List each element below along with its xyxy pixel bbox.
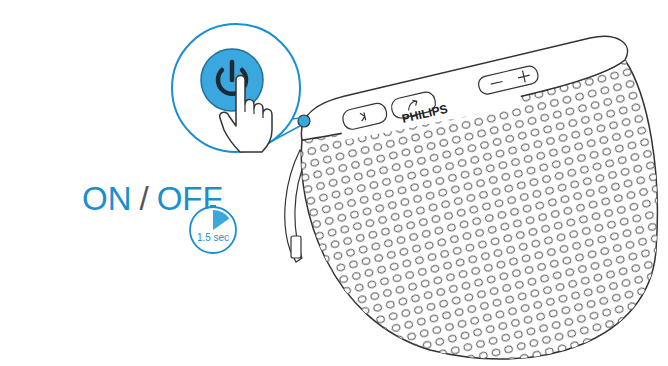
timer-outline (188, 205, 238, 255)
speaker-top (301, 36, 627, 140)
timer-dial: 1.5 sec (188, 205, 238, 255)
pointing-hand (220, 76, 272, 153)
hand-creases (245, 104, 263, 118)
title-word: ON (82, 180, 132, 218)
strap-clip (291, 236, 301, 258)
separator: / (140, 180, 149, 218)
power-icon (230, 62, 235, 80)
power-button-small (298, 115, 310, 127)
timer-label: 1.5 sec (197, 232, 229, 243)
top-buttons (341, 65, 541, 131)
zoom-circle (172, 24, 300, 152)
